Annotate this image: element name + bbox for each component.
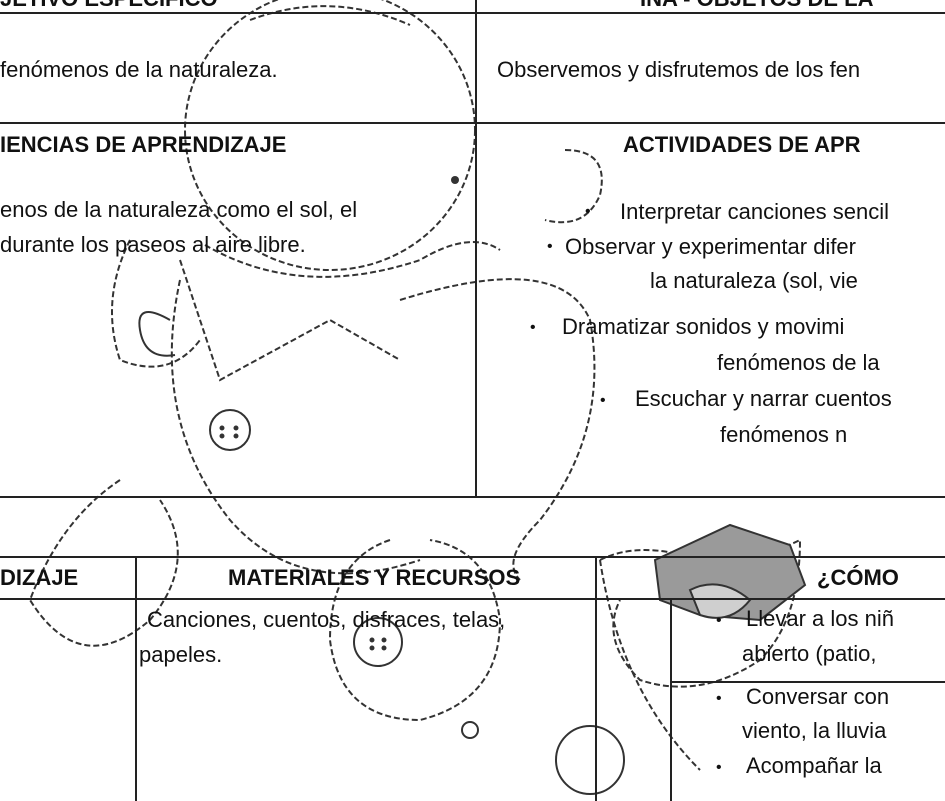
experiences-line-1: enos de la naturaleza como el sol, el (0, 197, 358, 222)
activity-3-line-1: Dramatizar sonidos y movimi (562, 314, 845, 339)
how-1-line-2: abierto (patio, (742, 641, 877, 666)
how-2-line-2: viento, la lluvia (742, 718, 887, 743)
materials-header: MATERIALES Y RECURSOS (228, 565, 521, 590)
learning-header-fragment: DIZAJE (0, 565, 79, 590)
how-bullet: • (716, 759, 722, 776)
experiences-header: IENCIAS DE APRENDIZAJE (0, 132, 287, 157)
table-rule-bottom-header-top (0, 556, 945, 558)
activity-1-line-1: Interpretar canciones sencil (620, 199, 890, 224)
how-2-line-1: Conversar con (746, 684, 890, 709)
activity-2-line-1: Observar y experimentar difer (565, 234, 856, 259)
activities-header: ACTIVIDADES DE APR (623, 132, 861, 157)
activity-bullet: • (547, 238, 553, 255)
activity-4-line-2: fenómenos n (720, 422, 848, 447)
activity-bullet: • (600, 392, 606, 409)
experiences-line-2: durante los paseos al aire libre. (0, 232, 306, 257)
table-divider-lower-right (670, 598, 672, 801)
activity-2-line-2: la naturaleza (sol, vie (650, 268, 858, 293)
table-rule-bottom-header-bottom (0, 598, 945, 600)
objective-title: JETIVO ESPECIFICO (0, 0, 218, 12)
table-divider-lower-left (135, 556, 137, 801)
project-title: ÍNA - OBJETOS DE LA (640, 0, 873, 12)
table-rule-top (0, 12, 945, 14)
table-rule-how-row (670, 681, 945, 683)
table-rule-middle (0, 496, 945, 498)
activity-bullet: • (530, 319, 536, 336)
materials-line-2: papeles. (139, 642, 223, 667)
table-divider-upper (475, 0, 477, 498)
objective-text: fenómenos de la naturaleza. (0, 57, 278, 82)
how-1-line-1: Llevar a los niñ (746, 606, 894, 631)
table-divider-lower-middle (595, 556, 597, 801)
how-3-line-1: Acompañar la (746, 753, 882, 778)
how-header: ¿CÓMO (817, 565, 899, 590)
how-bullet: • (716, 612, 722, 629)
table-rule-headers (0, 122, 945, 124)
project-objective-text: Observemos y disfrutemos de los fen (497, 57, 861, 82)
activity-4-line-1: Escuchar y narrar cuentos (635, 386, 892, 411)
materials-line-1: Canciones, cuentos, disfraces, telas, (147, 607, 506, 632)
activity-3-line-2: fenómenos de la (717, 350, 880, 375)
activity-bullet: • (585, 203, 591, 220)
how-bullet: • (716, 690, 722, 707)
